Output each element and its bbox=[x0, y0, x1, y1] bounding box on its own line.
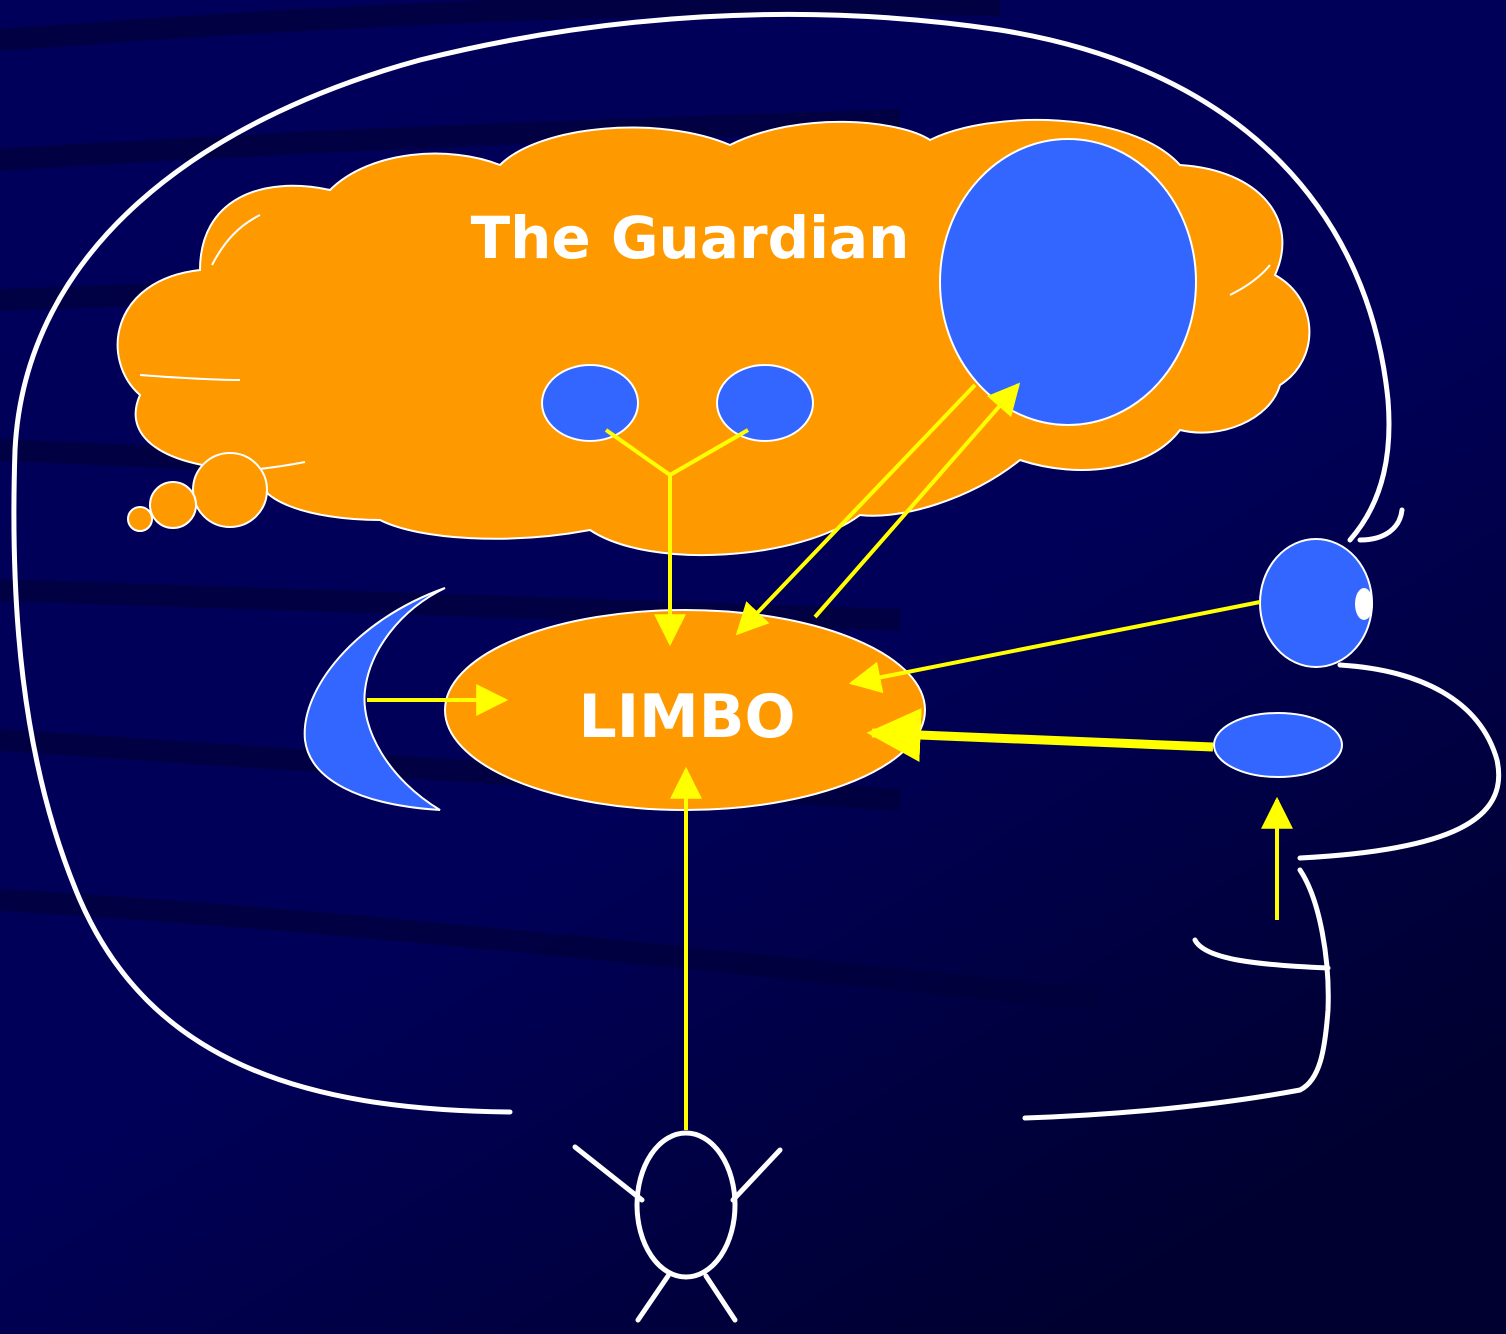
eye-to-limbo-arrow bbox=[848, 600, 1261, 694]
mouth-to-limbo-arrow bbox=[866, 708, 1214, 762]
limbo-label: LIMBO bbox=[578, 682, 795, 752]
mouth-oval bbox=[1213, 712, 1343, 778]
limbo-to-circle-arrow bbox=[813, 382, 1021, 619]
head-outline bbox=[11, 11, 1502, 1121]
left-small-oval bbox=[541, 364, 639, 442]
guardian-label: The Guardian bbox=[471, 204, 910, 272]
circle-to-limbo-arrow bbox=[735, 383, 977, 636]
arrows bbox=[367, 382, 1293, 1130]
crescent-moon-shape bbox=[303, 587, 446, 811]
eye bbox=[1259, 538, 1373, 668]
stick-figure bbox=[572, 1130, 783, 1323]
large-blue-circle bbox=[939, 138, 1197, 426]
right-small-oval bbox=[716, 364, 814, 442]
